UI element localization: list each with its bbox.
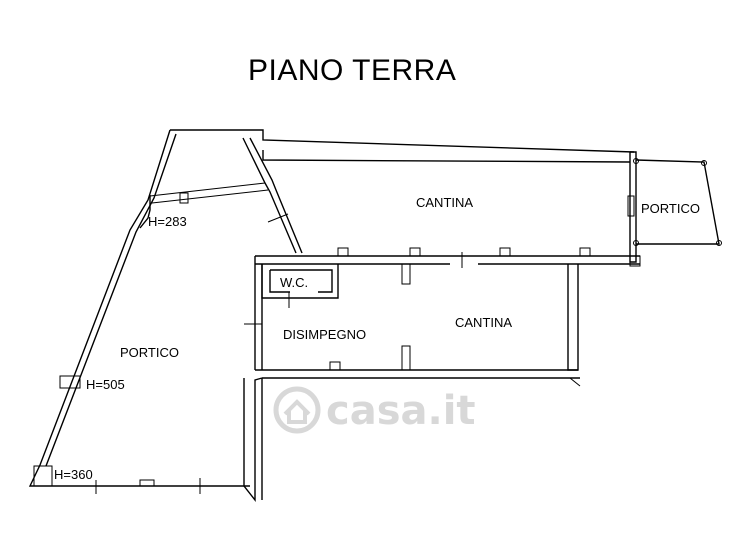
left-slanted-wall-inner [45, 133, 177, 467]
room-label-cantina-bottom: CANTINA [455, 315, 512, 330]
top-wall [170, 129, 635, 153]
wc-walls [261, 264, 339, 299]
bottom-right-wall [567, 264, 579, 371]
portico-right-outline [635, 159, 720, 245]
cantina-right-wall [629, 151, 637, 263]
watermark: casa.it [273, 386, 476, 434]
watermark-text: casa.it [326, 388, 476, 434]
room-label-wc: W.C. [280, 275, 308, 290]
height-label-505: H=505 [86, 377, 125, 392]
plan-title: PIANO TERRA [248, 54, 456, 87]
room-label-portico-left: PORTICO [120, 345, 179, 360]
room-label-portico-right: PORTICO [641, 201, 700, 216]
height-label-360: H=360 [54, 467, 93, 482]
left-slanted-wall [28, 129, 250, 487]
step-283 [139, 195, 151, 229]
room-label-disimpegno: DISIMPEGNO [283, 327, 366, 342]
cantina-top-inner-wall [262, 150, 631, 163]
slanted-partition [242, 137, 297, 254]
room-label-cantina-top: CANTINA [416, 195, 473, 210]
portico-right-wall [243, 377, 263, 503]
walls [28, 129, 722, 503]
house-logo-icon [273, 386, 321, 434]
height-label-283: H=283 [148, 214, 187, 229]
